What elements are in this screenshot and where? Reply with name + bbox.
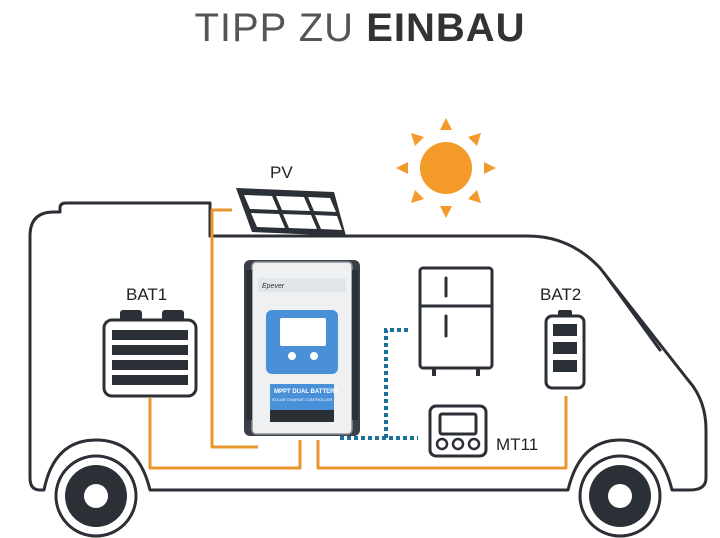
mt11-label: MT11 — [496, 435, 538, 454]
remote-meter-icon — [428, 404, 488, 458]
bat1-wire — [148, 398, 302, 470]
controller-subtitle: SOLAR CHARGE CONTROLLER — [272, 397, 332, 402]
controller-icon — [244, 260, 360, 436]
rear-wheel — [578, 454, 662, 538]
comm-line — [384, 328, 418, 440]
bat2-wire — [316, 396, 568, 470]
bat1-label: BAT1 — [126, 285, 167, 304]
battery-icon — [102, 310, 198, 398]
pv-label: PV — [270, 163, 293, 182]
solar-panel-icon — [236, 188, 346, 236]
pv-wire — [210, 208, 258, 449]
camper-window-line — [602, 271, 662, 352]
controller-model: MPPT DUAL BATTERY — [274, 389, 338, 395]
title-light: TIPP ZU — [194, 6, 367, 50]
battery-icon — [544, 310, 586, 390]
camper-body — [28, 201, 708, 492]
front-wheel — [54, 454, 138, 538]
power-wires — [148, 208, 568, 470]
title-bold: EINBAU — [366, 6, 526, 50]
bat2-label: BAT2 — [540, 285, 581, 304]
page-title: TIPP ZU EINBAU — [0, 4, 720, 52]
controller-brand: Epever — [262, 283, 285, 290]
sun-icon — [396, 118, 496, 218]
fridge-icon — [418, 266, 494, 376]
